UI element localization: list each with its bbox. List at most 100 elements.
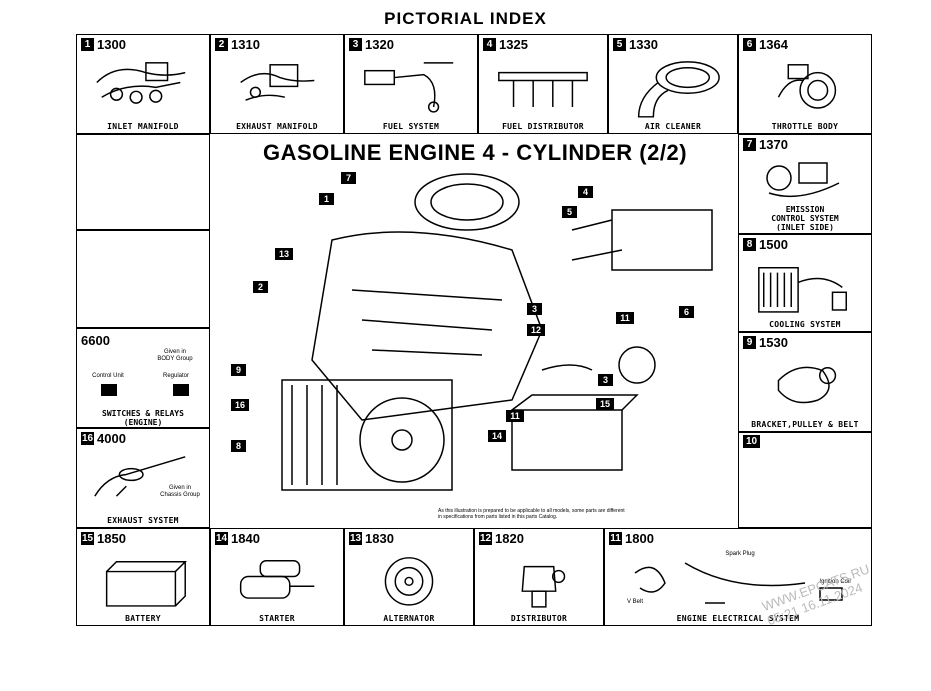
- callout-7: 7: [341, 172, 356, 184]
- callout-14: 14: [488, 430, 506, 442]
- distributor-icon: [521, 565, 566, 608]
- index-number: 7: [743, 138, 756, 151]
- cell-label: ALTERNATOR: [383, 614, 435, 623]
- fuel-distributor-icon: [498, 71, 588, 107]
- index-number: 16: [81, 432, 94, 445]
- cell-label-line2: (ENGINE): [123, 418, 163, 427]
- cell-label: COOLING SYSTEM: [769, 320, 841, 329]
- emission-control-icon: [766, 162, 840, 198]
- cell-empty-left-2: [76, 230, 210, 328]
- cell-label: EXHAUST MANIFOLD: [236, 122, 318, 131]
- note-line1: Given in: [168, 485, 191, 491]
- cell-label: DISTRIBUTOR: [510, 614, 568, 623]
- ignition-coil-label: Ignition Coil: [819, 579, 851, 585]
- callout-1: 1: [319, 193, 334, 205]
- part-code: 1820: [495, 531, 524, 546]
- cell-switches-relays[interactable]: 6600 Given in BODY Group Control Unit Re…: [76, 328, 210, 428]
- part-code: 1310: [231, 37, 260, 52]
- index-number: 13: [349, 532, 362, 545]
- callout-6: 6: [679, 306, 694, 318]
- part-code: 4000: [97, 431, 126, 446]
- index-number: 12: [479, 532, 492, 545]
- index-number: 6: [743, 38, 756, 51]
- inlet-manifold-icon: [96, 62, 186, 104]
- cell-label: EXHAUST SYSTEM: [107, 516, 179, 525]
- index-number: 4: [483, 38, 496, 51]
- battery-icon: [105, 560, 187, 607]
- index-number: 10: [743, 435, 760, 448]
- engine-illustration-icon: [281, 173, 713, 491]
- note-line2: Chassis Group: [160, 492, 200, 498]
- cell-label: INLET MANIFOLD: [107, 122, 179, 131]
- footnote-line2: in specifications from parts listed in t…: [438, 514, 558, 520]
- index-number: 1: [81, 38, 94, 51]
- index-number: 15: [81, 532, 94, 545]
- pulley-belt-icon: [777, 366, 837, 404]
- callout-2: 2: [253, 281, 268, 293]
- note-line1: Given in: [163, 349, 186, 355]
- part-code: 1370: [759, 137, 788, 152]
- index-number: 2: [215, 38, 228, 51]
- label-line3: (INLET SIDE): [776, 223, 834, 232]
- regulator-label: Regulator: [162, 373, 189, 379]
- part-code: 1530: [759, 335, 788, 350]
- starter-icon: [239, 560, 315, 599]
- control-unit-label: Control Unit: [92, 373, 124, 379]
- label-line2: CONTROL SYSTEM: [771, 214, 839, 223]
- index-number: 8: [743, 238, 756, 251]
- cell-label: BRACKET,PULLEY & BELT: [751, 420, 859, 429]
- exhaust-manifold-icon: [240, 64, 315, 101]
- callout-12: 12: [527, 324, 545, 336]
- cell-label: ENGINE ELECTRICAL SYSTEM: [676, 614, 800, 623]
- cell-empty-left-1: [76, 134, 210, 230]
- part-code: 1325: [499, 37, 528, 52]
- part-code: 6600: [81, 333, 110, 348]
- part-code: 1364: [759, 37, 788, 52]
- part-code: 1850: [97, 531, 126, 546]
- cell-label: STARTER: [259, 614, 295, 623]
- callout-16: 16: [231, 399, 249, 411]
- air-cleaner-icon: [637, 61, 720, 118]
- callout-8: 8: [231, 440, 246, 452]
- exhaust-system-icon: [94, 456, 186, 497]
- part-code: 1830: [365, 531, 394, 546]
- cell-label: FUEL SYSTEM: [382, 122, 440, 131]
- part-code: 1800: [625, 531, 654, 546]
- callout-15: 15: [596, 398, 614, 410]
- part-code: 1300: [97, 37, 126, 52]
- callout-3a: 3: [527, 303, 542, 315]
- cell-label-line1: SWITCHES & RELAYS: [102, 409, 184, 418]
- v-belt-label: V Belt: [626, 599, 643, 605]
- part-code: 1330: [629, 37, 658, 52]
- fuel-system-icon: [364, 62, 454, 113]
- cell-label: AIR CLEANER: [644, 122, 702, 131]
- main-title: GASOLINE ENGINE 4 - CYLINDER (2/2): [262, 140, 688, 165]
- page-title: PICTORIAL INDEX: [384, 9, 547, 28]
- callout-13: 13: [275, 248, 293, 260]
- callout-5: 5: [562, 206, 577, 218]
- footnote: As this illustration is prepared to be a…: [438, 508, 728, 520]
- ignition-wiring-icon: [634, 562, 843, 604]
- cell-10-empty[interactable]: 10: [738, 432, 872, 528]
- part-code: 1500: [759, 237, 788, 252]
- part-code: 1320: [365, 37, 394, 52]
- callout-11b: 11: [506, 410, 524, 422]
- alternator-icon: [384, 557, 434, 606]
- part-code: 1840: [231, 531, 260, 546]
- cell-label: THROTTLE BODY: [771, 122, 839, 131]
